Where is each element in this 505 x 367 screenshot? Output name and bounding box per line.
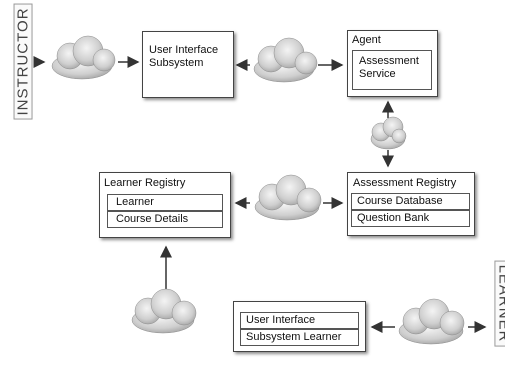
ui-subsystem-line1: User Interface xyxy=(149,44,219,56)
learner-item: Learner xyxy=(107,194,223,211)
assessment-service-line2: Service xyxy=(359,68,396,80)
cloud-6 xyxy=(398,298,465,345)
assessment-service-box: Assessment Service xyxy=(352,50,432,90)
instructor-label: INSTRUCTOR xyxy=(13,3,33,120)
course-database-item-text: Course Database xyxy=(357,195,443,207)
assessment-registry-title: Assessment Registry xyxy=(353,177,457,189)
cloud-3 xyxy=(370,116,407,150)
course-details-item: Course Details xyxy=(107,211,223,228)
learner-label-text: LEARNER xyxy=(495,264,505,343)
ui-learner-line1: User Interface xyxy=(246,314,316,326)
cloud-4 xyxy=(254,174,322,221)
ui-subsystem-line2: Subsystem xyxy=(149,57,204,69)
learner-item-text: Learner xyxy=(116,196,154,208)
course-details-item-text: Course Details xyxy=(116,213,189,225)
ui-learner-line2: Subsystem Learner xyxy=(246,331,342,343)
ui-subsystem-box: User Interface Subsystem xyxy=(142,31,234,98)
cloud-5 xyxy=(131,288,197,334)
question-bank-item-text: Question Bank xyxy=(357,212,430,224)
agent-title: Agent xyxy=(352,34,381,46)
ui-subsystem-title: User Interface Subsystem xyxy=(149,44,218,70)
instructor-label-text: INSTRUCTOR xyxy=(14,7,32,116)
question-bank-item: Question Bank xyxy=(351,210,470,227)
course-database-item: Course Database xyxy=(351,193,470,210)
assessment-service-line1: Assessment xyxy=(359,55,419,67)
agent-box: Agent Assessment Service xyxy=(347,30,438,97)
ui-learner-box: User Interface Subsystem Learner xyxy=(233,301,366,352)
learner-registry-title: Learner Registry xyxy=(104,177,186,189)
ui-learner-line2-box: Subsystem Learner xyxy=(240,329,359,346)
learner-label: LEARNER xyxy=(494,260,505,347)
learner-registry-box: Learner Registry Learner Course Details xyxy=(99,172,231,238)
cloud-2 xyxy=(253,37,318,83)
ui-learner-line1-box: User Interface xyxy=(240,312,359,329)
assessment-registry-box: Assessment Registry Course Database Ques… xyxy=(347,172,475,236)
cloud-1 xyxy=(51,35,116,80)
